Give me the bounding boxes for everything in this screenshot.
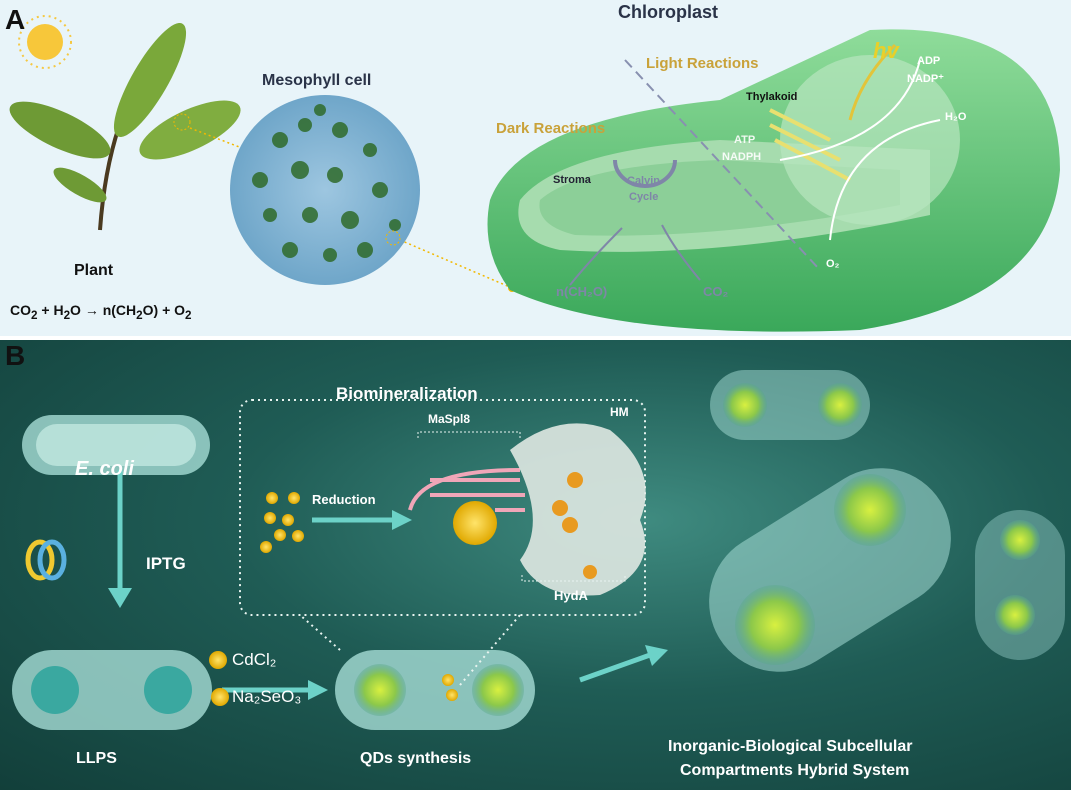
llps-label: LLPS: [76, 750, 117, 767]
ecoli-label: E. coli: [75, 458, 134, 480]
plant-illustration: [9, 22, 241, 231]
atp-label: ATP: [734, 134, 756, 146]
panel-a: A Chloroplast Mesophyll cell Plant CO2 +…: [0, 0, 1071, 336]
thylakoid-label: Thylakoid: [746, 91, 798, 103]
chloroplast-title: Chloroplast: [618, 2, 719, 22]
chloroplast-illustration: [487, 29, 1060, 332]
light-reactions-label: Light Reactions: [646, 55, 759, 72]
reduction-label: Reduction: [312, 492, 376, 507]
nch2o-label: n(CH₂O): [556, 284, 608, 299]
cdcl2-label: CdCl₂: [232, 650, 277, 669]
panel-a-illustration: [9, 15, 1060, 332]
hv-label: hv: [873, 38, 899, 63]
panel-label-a: A: [5, 4, 26, 35]
quantum-dot-cluster: [453, 501, 497, 545]
plant-label: Plant: [74, 262, 114, 279]
biomineralization-title: Biomineralization: [336, 384, 478, 403]
nadp-label: NADP⁺: [907, 73, 944, 85]
dark-reactions-label: Dark Reactions: [496, 120, 606, 137]
calvin-label: Calvin: [627, 175, 661, 187]
ecoli-cell: [22, 415, 210, 475]
ion-particles: [260, 492, 304, 553]
hybrid-system-line1: Inorganic-Biological Subcellular: [668, 738, 913, 755]
maspl8-label: MaSpl8: [428, 412, 471, 426]
hm-label: HM: [610, 405, 629, 419]
o2-label: O₂: [826, 258, 840, 270]
mesophyll-cell-illustration: [230, 95, 420, 285]
cycle-label: Cycle: [629, 191, 659, 203]
hyda-label: HydA: [554, 588, 588, 603]
nadph-label: NADPH: [722, 151, 762, 163]
adp-label: ADP: [917, 55, 941, 67]
iptg-label: IPTG: [146, 554, 186, 573]
llps-cell: [12, 650, 212, 730]
qds-synthesis-label: QDs synthesis: [360, 750, 472, 767]
panel-b-illustration: [12, 370, 1065, 730]
panel-b: B Biomineralization MaSpl8 HM Reduction …: [0, 340, 1071, 790]
qds-cell: [335, 650, 535, 730]
panel-label-b: B: [5, 340, 26, 371]
hybrid-system-line2: Compartments Hybrid System: [680, 762, 910, 779]
co2-label: CO₂: [703, 284, 729, 299]
photosynthesis-equation: CO2 + H2O → n(CH2O) + O2: [10, 302, 192, 322]
protein-structure: [510, 423, 646, 596]
stroma-label: Stroma: [553, 174, 591, 186]
plasmid-icon: [25, 539, 67, 581]
hybrid-cells: [709, 370, 1065, 672]
na2seo3-label: Na₂SeO₃: [232, 687, 302, 706]
sun-icon: [18, 15, 72, 69]
h2o-label: H₂O: [945, 111, 967, 123]
mesophyll-title: Mesophyll cell: [262, 72, 372, 89]
